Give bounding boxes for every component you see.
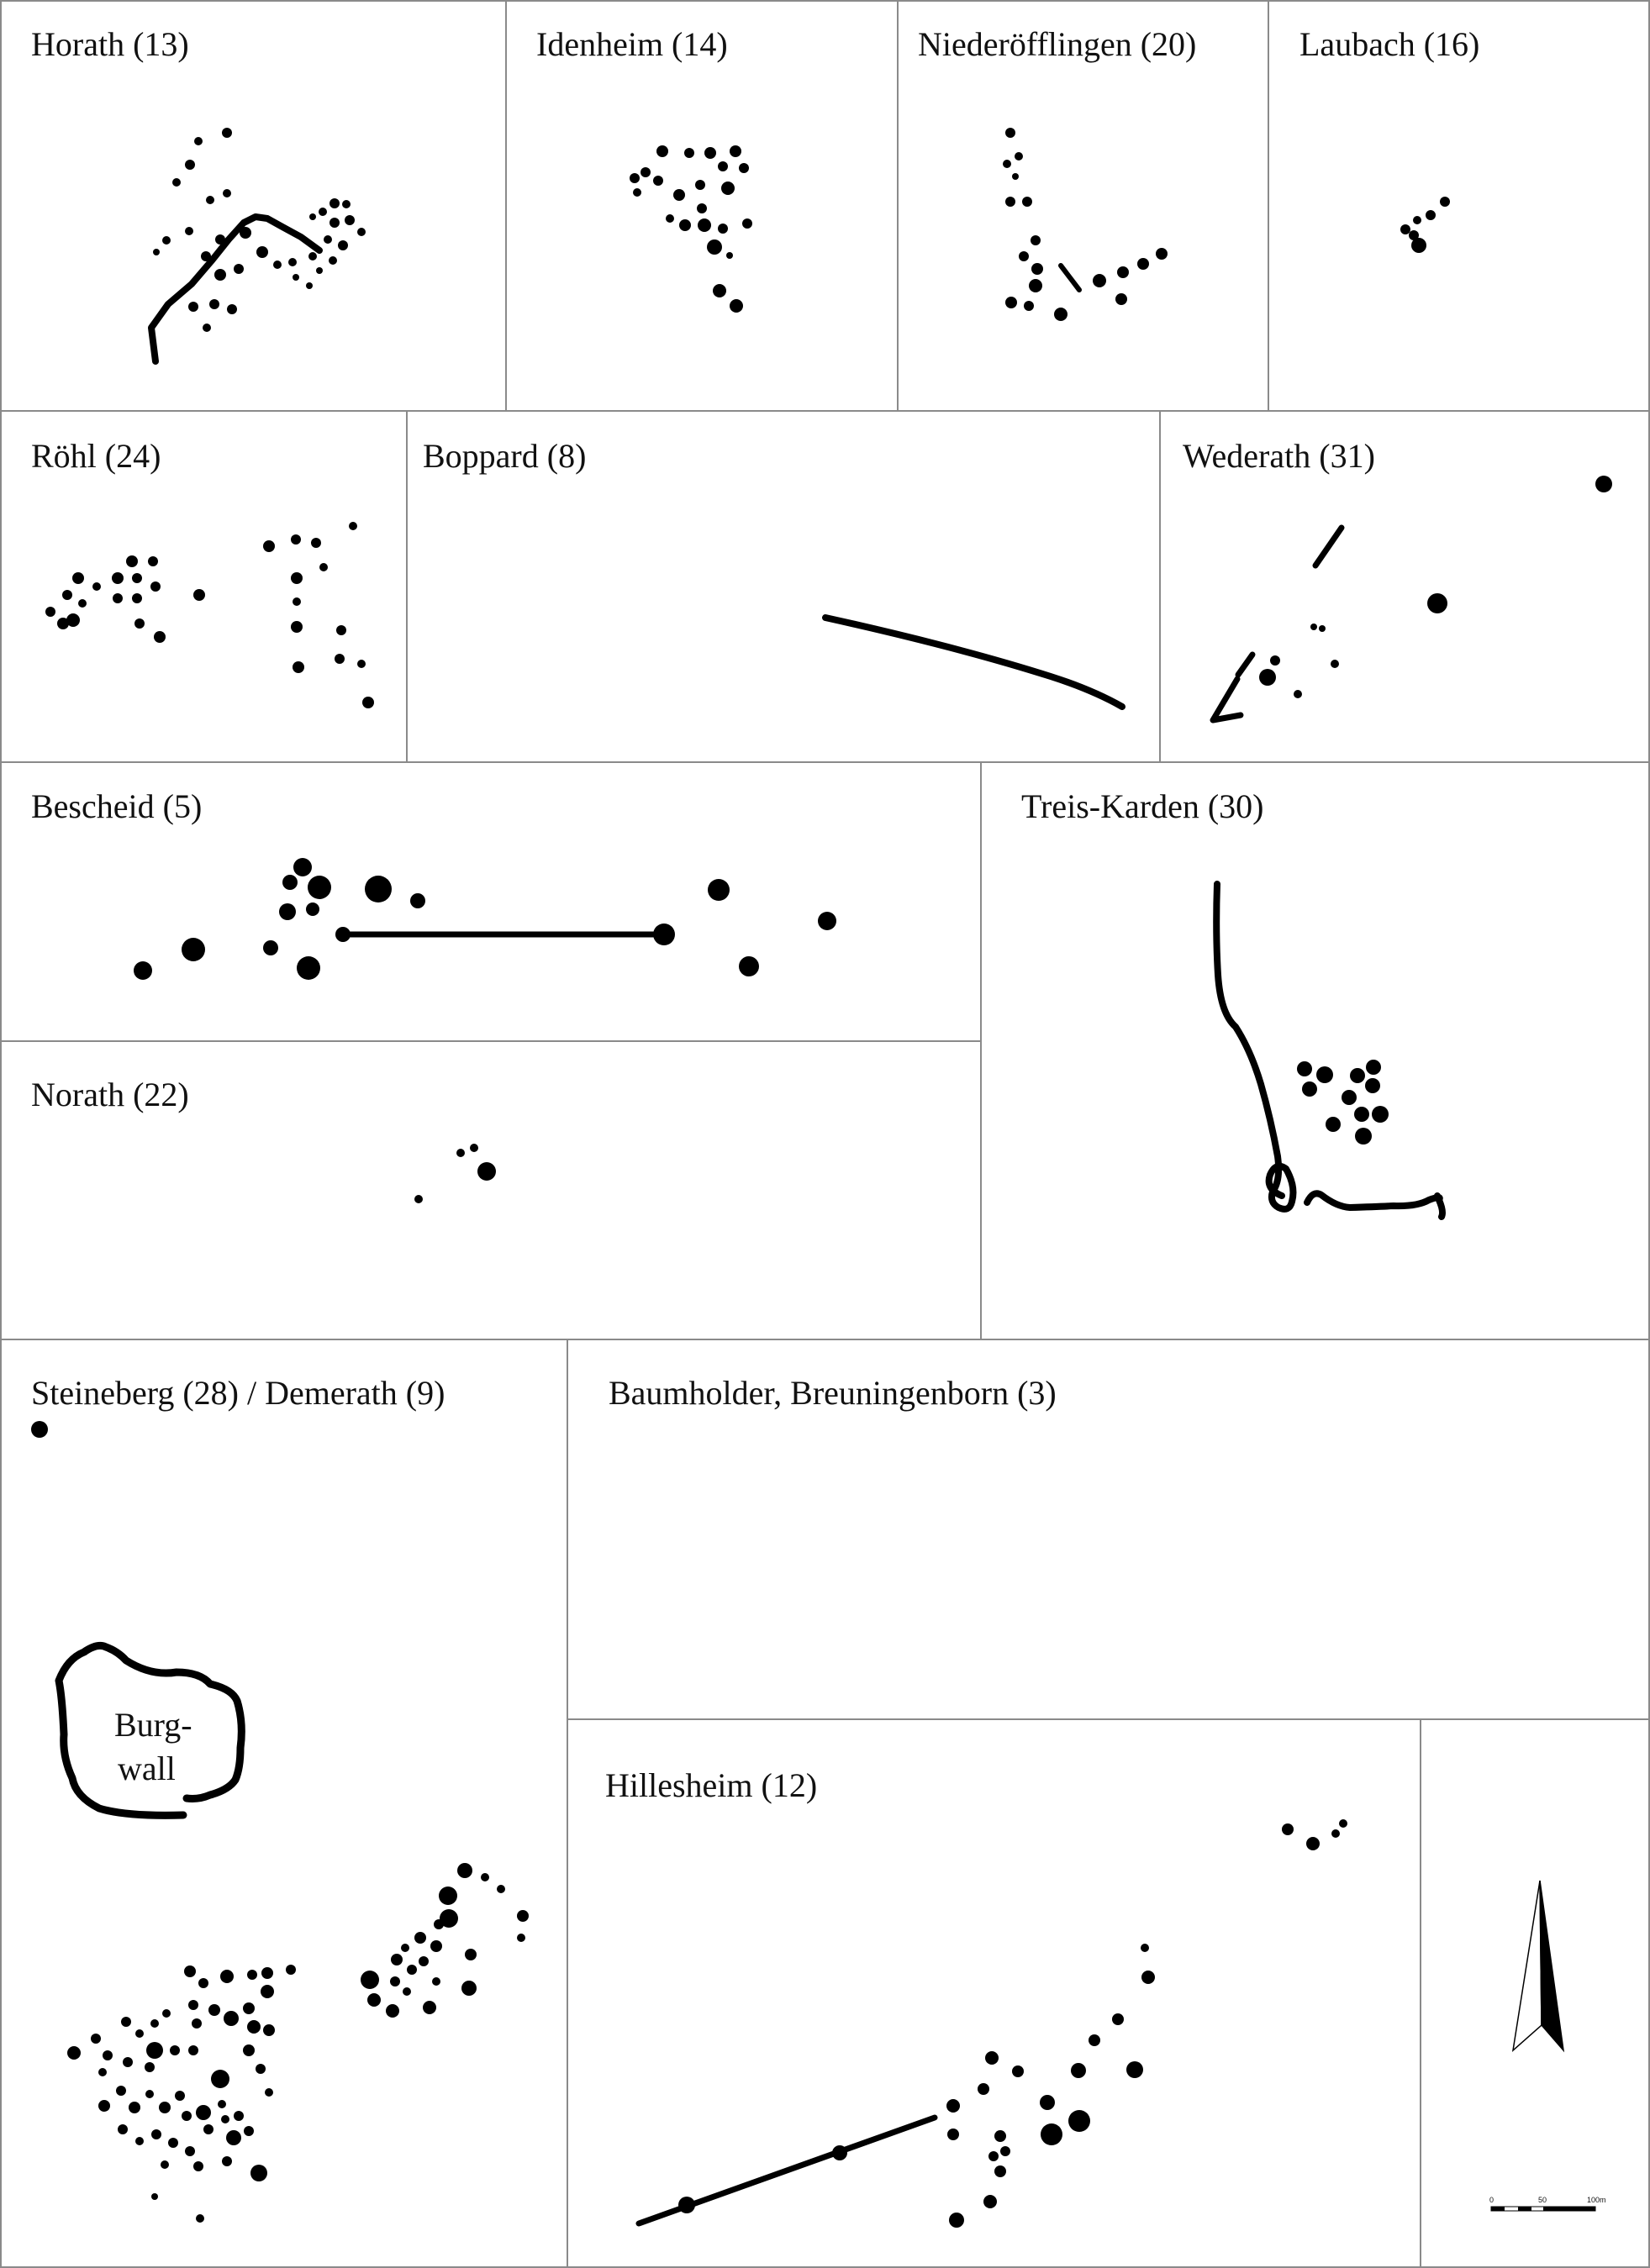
wederath-map <box>1210 476 1612 724</box>
burgwall-label-line2: wall <box>118 1750 176 1787</box>
niederoefflingen-find-dots <box>1003 128 1168 321</box>
panel-title-wederath: Wederath (31) <box>1183 437 1375 475</box>
roehl-find-dots <box>45 522 374 708</box>
north-arrow-icon <box>1511 1880 1565 2053</box>
niederoefflingen-trench-line <box>1058 263 1082 292</box>
treis-karden-wall-line <box>1213 881 1297 1213</box>
burgwall-outline <box>55 1642 245 1819</box>
laubach-find-dots <box>1400 197 1450 253</box>
treis-karden-map <box>1213 881 1446 1220</box>
steineberg-map: Burg- wall <box>31 1421 529 2223</box>
burgwall-label-line1: Burg- <box>114 1706 192 1744</box>
panel-title-idenheim: Idenheim (14) <box>536 25 728 63</box>
bescheid-map <box>134 858 836 980</box>
panel-title-bescheid: Bescheid (5) <box>31 787 202 825</box>
horath-map <box>148 128 366 365</box>
idenheim-find-dots <box>630 145 752 313</box>
panel-title-horath: Horath (13) <box>31 25 189 63</box>
panel-title-boppard: Boppard (8) <box>423 437 586 475</box>
panel-title-treis-karden: Treis-Karden (30) <box>1021 787 1263 825</box>
hillesheim-find-dots <box>678 1819 1347 2228</box>
panel-title-laubach: Laubach (16) <box>1299 25 1479 63</box>
treis-karden-second-line <box>1304 1190 1446 1220</box>
scale-label-0: 0 <box>1489 2196 1494 2204</box>
treis-karden-find-dots <box>1297 1060 1389 1145</box>
horath-find-dots <box>153 128 366 332</box>
panel-title-norath: Norath (22) <box>31 1076 189 1113</box>
bescheid-find-dots <box>134 858 836 980</box>
boppard-wall-line <box>822 614 1125 710</box>
scale-label-100m: 100m <box>1587 2196 1606 2204</box>
norath-find-dots <box>414 1144 496 1203</box>
scale-bar: 0 50 100m <box>1489 2196 1606 2212</box>
wederath-trench-line <box>1312 524 1345 569</box>
scale-label-50: 50 <box>1538 2196 1547 2204</box>
panel-title-roehl: Röhl (24) <box>31 437 161 475</box>
steineberg-find-dots <box>31 1421 529 2223</box>
hillesheim-map <box>635 1819 1347 2228</box>
horath-path-line <box>148 213 323 365</box>
panel-title-niederoefflingen: Niederöfflingen (20) <box>918 25 1196 63</box>
panel-title-hillesheim: Hillesheim (12) <box>605 1766 817 1804</box>
wederath-find-dots <box>1259 476 1612 698</box>
wederath-arrow-shape <box>1210 651 1256 724</box>
panel-title-steineberg: Steineberg (28) / Demerath (9) <box>31 1374 445 1412</box>
panel-title-baumholder: Baumholder, Breuningenborn (3) <box>609 1374 1057 1412</box>
niederoefflingen-map <box>1003 128 1168 321</box>
